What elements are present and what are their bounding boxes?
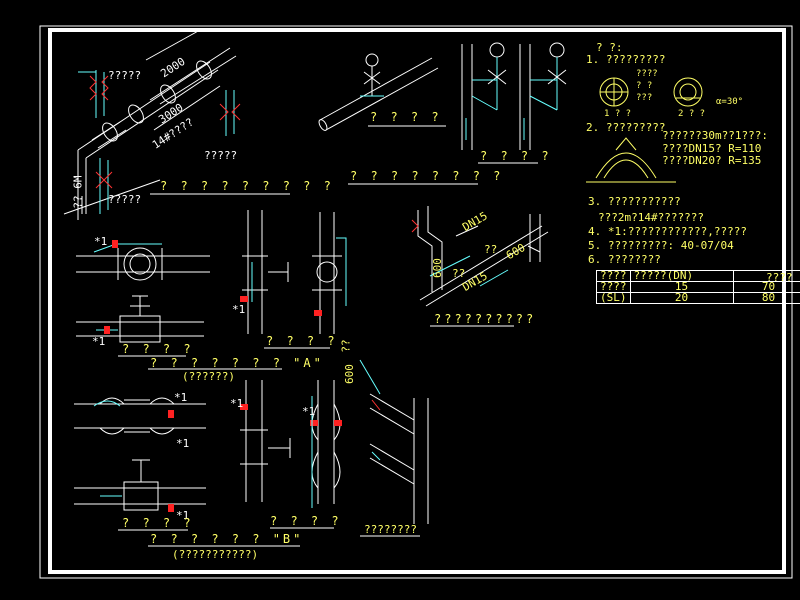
group6-dim-600-left: 600 [430, 258, 444, 278]
group8-star-2: *1 [302, 405, 316, 418]
group4-caption-3: (??????) [182, 370, 235, 383]
group4-horizontal-fittings [76, 240, 210, 343]
group4-caption-2: ? ? ? ? ? ? ? "A" [150, 356, 324, 370]
note-2-a: ??????30m??1???: [662, 129, 768, 142]
group7-caption-3: (???????????) [172, 548, 259, 561]
note-3: 3. ??????????? [588, 195, 681, 208]
note-1: 1. ????????? [586, 53, 666, 66]
note-1-sub-3: ??? [636, 93, 653, 103]
note-2: 2. ????????? [586, 121, 666, 134]
table-cell: 80 [732, 292, 800, 304]
group9-dim-600: 600 [342, 364, 356, 384]
group6-q-2: ?? [484, 243, 498, 256]
note-3-a: ???2m?14#??????? [598, 211, 704, 224]
group7-star-1: *1 [174, 391, 188, 404]
group8-vertical-fittings [240, 380, 342, 508]
group8-star-1: *1 [230, 397, 244, 410]
notes-title: ? ?: [596, 41, 623, 54]
pipe-spec-table: ???? ?????(DN) ???? 15 70 (SL) 20 80 [596, 270, 800, 304]
group4-caption-1: ? ? ? ? [122, 342, 194, 356]
table-cell: 20 [629, 292, 734, 304]
group6-caption: ?????????? [434, 312, 537, 326]
group3-caption: ? ? ? ? ? ? ? ? [350, 169, 504, 183]
group4-star-2: *1 [92, 335, 106, 348]
group1-note-1: ????? [108, 69, 142, 82]
group5-star: *1 [232, 303, 246, 316]
group2-caption: ? ? ? ? [370, 110, 442, 124]
group5-caption: ? ? ? ? [266, 334, 338, 348]
table-side-label: ???? [766, 271, 793, 284]
table-row: (SL) 20 80 [596, 292, 800, 304]
group4-star-1: *1 [94, 235, 108, 248]
group7-caption-1: ? ? ? ? [122, 516, 194, 530]
group2-hanger-pipe [318, 53, 439, 131]
group7-star-3: *1 [176, 509, 190, 522]
notes-section-diagrams [586, 77, 703, 183]
group7-horizontal-fittings [74, 397, 206, 512]
group7-star-2: *1 [176, 437, 190, 450]
group9-q: ?? [339, 339, 353, 353]
alpha-label: α=30° [716, 97, 744, 107]
group1-note-3: ????? [108, 193, 142, 206]
group5-vertical-fittings [240, 210, 347, 334]
note-1-sub-1: ???? [636, 69, 658, 79]
group1-height-label: ?? 6M [71, 175, 85, 209]
group1-note-2: ????? [204, 149, 238, 162]
group9-isometric-tee [359, 359, 429, 524]
note-1-right-caption: 2 ? ? [678, 109, 706, 119]
note-6: 6. ???????? [588, 253, 661, 266]
group6-isometric-trace [411, 206, 549, 307]
table-cell: (SL) [596, 292, 631, 304]
group3b-caption: ? ? ? ? [480, 149, 552, 163]
note-2-c: ????DN20? R=135 [662, 154, 762, 167]
group1-caption: ? ? ? ? ? ? ? ? ? [160, 179, 334, 193]
group7-caption-2: ? ? ? ? ? ? "B" [150, 532, 304, 546]
note-2-b: ????DN15? R=110 [662, 142, 762, 155]
group8-caption: ? ? ? ? [270, 514, 342, 528]
group1-isometric-pipe [63, 29, 241, 220]
note-1-sub-2: ? ? [636, 81, 653, 91]
group9-caption: ???????? [364, 523, 417, 536]
note-1-left-caption: 1 ? ? [604, 109, 632, 119]
group3-vertical-pipes [461, 42, 567, 150]
note-4: 4. *1:????????????,????? [588, 225, 747, 238]
group6-q-1: ?? [452, 267, 466, 280]
note-5: 5. ?????????: 40-07/04 [588, 239, 734, 252]
